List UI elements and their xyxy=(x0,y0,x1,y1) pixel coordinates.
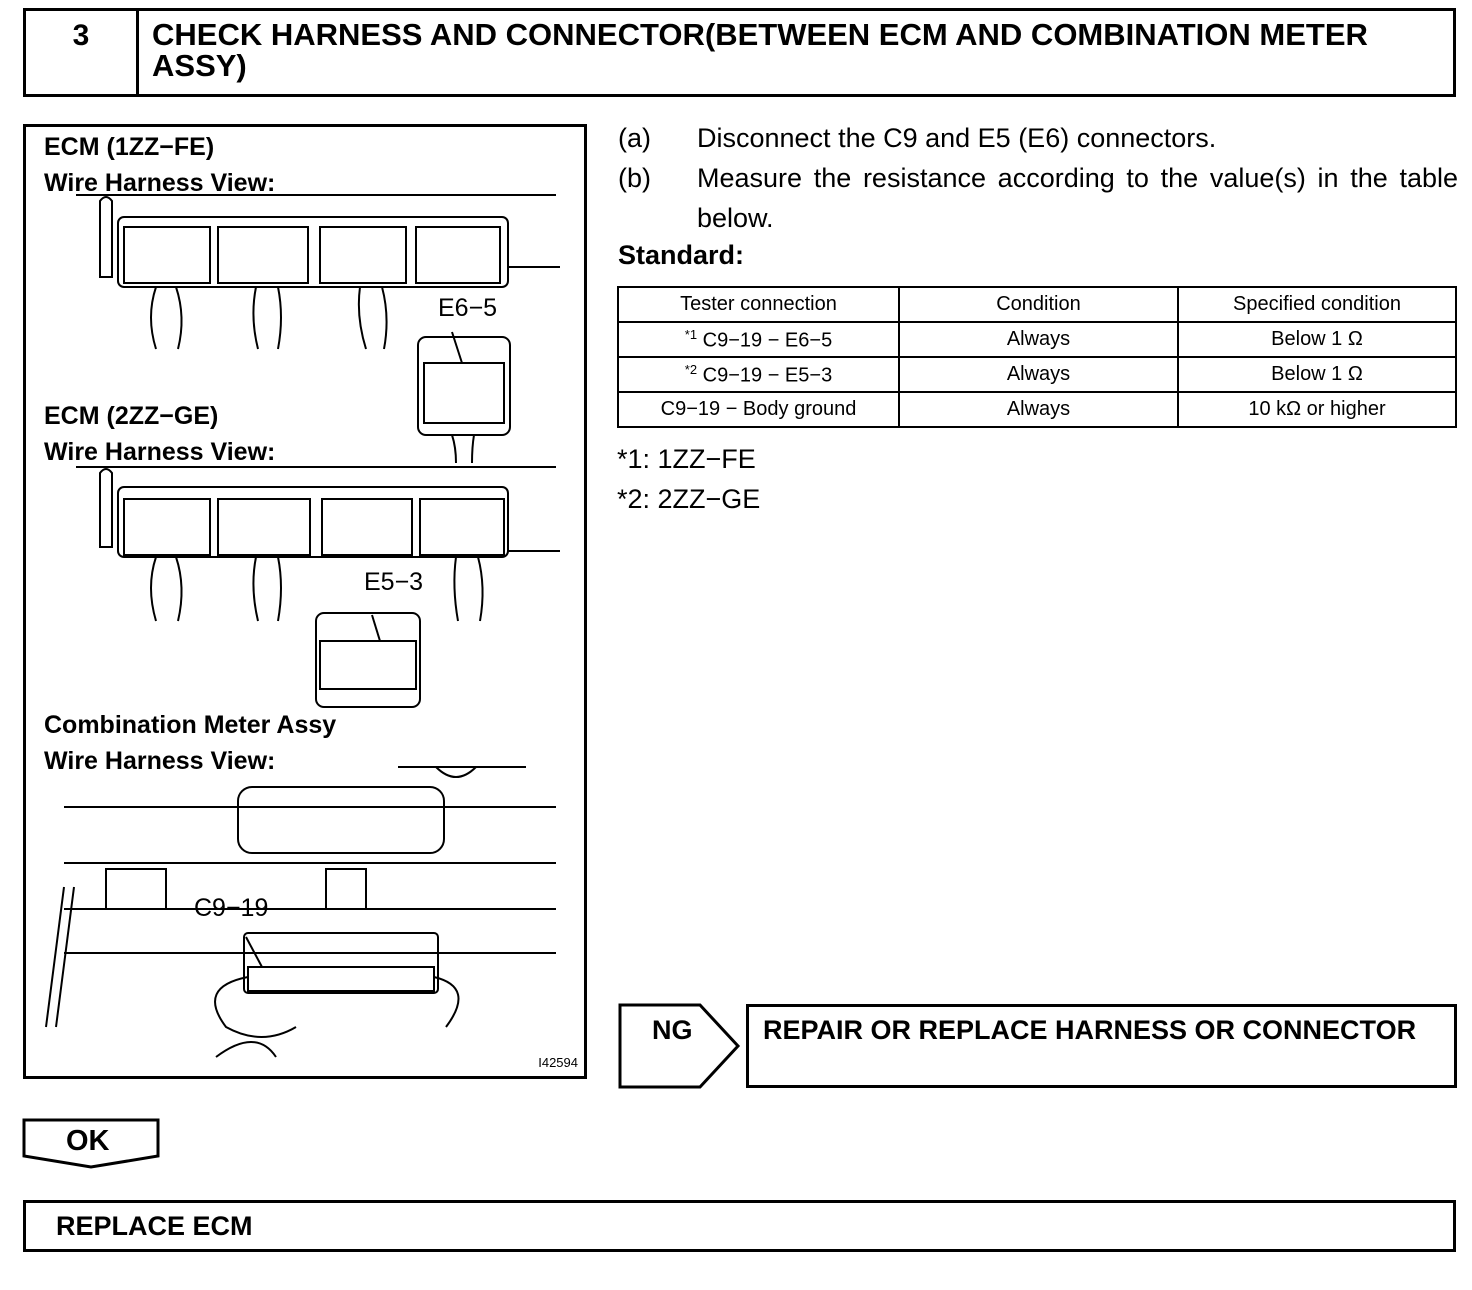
cell-condition: Always xyxy=(898,321,1179,358)
step-b: (b) Measure the resistance according to … xyxy=(618,158,1458,238)
header-tester-connection: Tester connection xyxy=(617,286,900,323)
step-a: (a) Disconnect the C9 and E5 (E6) connec… xyxy=(618,118,1458,158)
table-header-row: Tester connection Condition Specified co… xyxy=(617,286,1457,323)
step-a-text: Disconnect the C9 and E5 (E6) connectors… xyxy=(697,123,1217,153)
step-number: 3 xyxy=(26,11,139,94)
connector-figure: ECM (1ZZ−FE) Wire Harness View: E6−5 ECM… xyxy=(23,124,587,1079)
meter-title: Combination Meter Assy xyxy=(44,711,337,739)
ng-action-box: REPAIR OR REPLACE HARNESS OR CONNECTOR xyxy=(746,1004,1457,1088)
ok-arrow-icon xyxy=(22,1118,160,1169)
cell-spec: Below 1 Ω xyxy=(1177,356,1457,393)
footnote-1: *1: 1ZZ−FE xyxy=(617,444,756,474)
cell-spec: Below 1 Ω xyxy=(1177,321,1457,358)
step-b-text: Measure the resistance according to the … xyxy=(697,163,1458,233)
cell-condition: Always xyxy=(898,356,1179,393)
cell-connection: C9−19 − Body ground xyxy=(617,391,900,428)
connector-diagram xyxy=(45,194,560,1058)
combination-meter-drawing xyxy=(45,766,556,1058)
cell-spec: 10 kΩ or higher xyxy=(1177,391,1457,428)
step-a-label: (a) xyxy=(618,123,651,153)
ng-action-text: REPAIR OR REPLACE HARNESS OR CONNECTOR xyxy=(763,1015,1417,1045)
standard-label: Standard: xyxy=(618,240,745,270)
ng-label: NG xyxy=(652,1015,693,1045)
ok-label: OK xyxy=(66,1125,110,1157)
figure-id: I42594 xyxy=(538,1055,578,1070)
step-title: CHECK HARNESS AND CONNECTOR(BETWEEN ECM … xyxy=(152,17,1368,83)
footnote-2: *2: 2ZZ−GE xyxy=(617,484,761,514)
ecm1-pin-label: E6−5 xyxy=(438,294,498,322)
cell-connection: *2 C9−19 − E5−3 xyxy=(617,356,900,393)
ok-action-box: REPLACE ECM xyxy=(23,1200,1456,1252)
ecm2-view-label: Wire Harness View: xyxy=(44,438,276,466)
header-condition: Condition xyxy=(898,286,1179,323)
ecm2-title: ECM (2ZZ−GE) xyxy=(44,402,219,430)
ok-action-text: REPLACE ECM xyxy=(56,1211,253,1241)
cell-condition: Always xyxy=(898,391,1179,428)
ecm1-view-label: Wire Harness View: xyxy=(44,169,276,197)
table-row: *1 C9−19 − E6−5 Always Below 1 Ω xyxy=(617,321,1457,358)
ecm1-title: ECM (1ZZ−FE) xyxy=(44,133,215,161)
ng-arrow-icon xyxy=(618,1003,741,1089)
step-header: 3 CHECK HARNESS AND CONNECTOR(BETWEEN EC… xyxy=(23,8,1456,97)
step-b-label: (b) xyxy=(618,163,651,193)
ecm-2zz-ge-drawing xyxy=(76,466,560,708)
meter-pin-label: C9−19 xyxy=(194,894,269,922)
table-row: *2 C9−19 − E5−3 Always Below 1 Ω xyxy=(617,356,1457,393)
resistance-table: Tester connection Condition Specified co… xyxy=(617,286,1457,428)
table-row: C9−19 − Body ground Always 10 kΩ or high… xyxy=(617,391,1457,428)
header-specified-condition: Specified condition xyxy=(1177,286,1457,323)
cell-connection: *1 C9−19 − E6−5 xyxy=(617,321,900,358)
ecm2-pin-label: E5−3 xyxy=(364,568,424,596)
ecm-1zz-fe-drawing xyxy=(76,194,560,464)
meter-view-label: Wire Harness View: xyxy=(44,747,276,775)
